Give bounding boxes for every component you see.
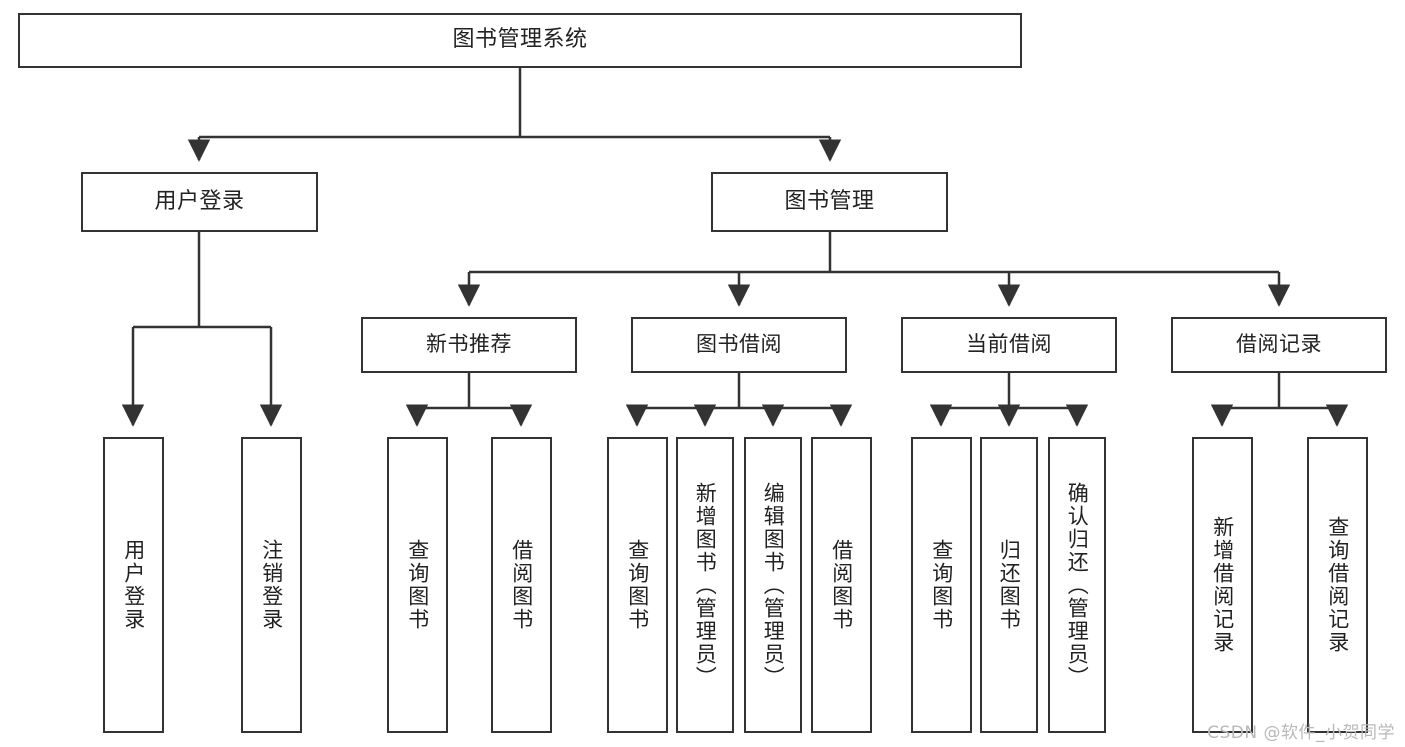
node-label: 注销登录	[259, 539, 284, 631]
node-label: 图书管理系统	[452, 27, 588, 53]
node-label: 新书推荐	[426, 332, 512, 357]
node-label: 新增借阅记录	[1210, 516, 1235, 654]
node-leaf-logout-login[interactable]: 注销登录	[241, 437, 302, 733]
node-leaf-add-book[interactable]: 新增图书（管理员）	[676, 437, 734, 733]
node-leaf-query-book-3[interactable]: 查询图书	[911, 437, 972, 733]
node-label: 归还图书	[997, 539, 1022, 631]
node-leaf-add-record[interactable]: 新增借阅记录	[1192, 437, 1253, 733]
node-label: 用户登录	[121, 539, 146, 631]
node-label: 确认归还（管理员）	[1065, 481, 1090, 689]
node-leaf-edit-book[interactable]: 编辑图书（管理员）	[744, 437, 802, 733]
node-label: 编辑图书（管理员）	[761, 481, 786, 689]
node-root-book-management-system[interactable]: 图书管理系统	[18, 13, 1022, 68]
node-leaf-query-book-2[interactable]: 查询图书	[607, 437, 668, 733]
node-label: 查询图书	[625, 539, 650, 631]
node-label: 图书借阅	[696, 332, 782, 357]
node-label: 当前借阅	[966, 332, 1052, 357]
node-book-borrow[interactable]: 图书借阅	[631, 317, 847, 373]
node-label: 查询图书	[405, 539, 430, 631]
watermark-text: CSDN @软件_小贺同学	[1207, 723, 1395, 743]
node-label: 图书管理	[784, 188, 875, 214]
node-label: 查询图书	[929, 539, 954, 631]
node-leaf-query-record[interactable]: 查询借阅记录	[1307, 437, 1368, 733]
node-leaf-borrow-book-1[interactable]: 借阅图书	[491, 437, 552, 733]
node-leaf-user-login[interactable]: 用户登录	[103, 437, 164, 733]
node-label: 新增图书（管理员）	[693, 481, 718, 689]
node-book-management[interactable]: 图书管理	[711, 172, 948, 232]
node-new-book-recommend[interactable]: 新书推荐	[361, 317, 577, 373]
node-borrow-record[interactable]: 借阅记录	[1171, 317, 1387, 373]
node-label: 用户登录	[154, 188, 245, 214]
node-label: 借阅图书	[509, 539, 534, 631]
node-leaf-confirm-return[interactable]: 确认归还（管理员）	[1048, 437, 1106, 733]
node-leaf-query-book-1[interactable]: 查询图书	[387, 437, 448, 733]
node-label: 借阅记录	[1236, 332, 1322, 357]
node-leaf-return-book[interactable]: 归还图书	[980, 437, 1038, 733]
node-current-borrow[interactable]: 当前借阅	[901, 317, 1117, 373]
node-label: 借阅图书	[829, 539, 854, 631]
node-label: 查询借阅记录	[1325, 516, 1350, 654]
node-leaf-borrow-book-2[interactable]: 借阅图书	[811, 437, 872, 733]
node-user-login[interactable]: 用户登录	[81, 172, 318, 232]
